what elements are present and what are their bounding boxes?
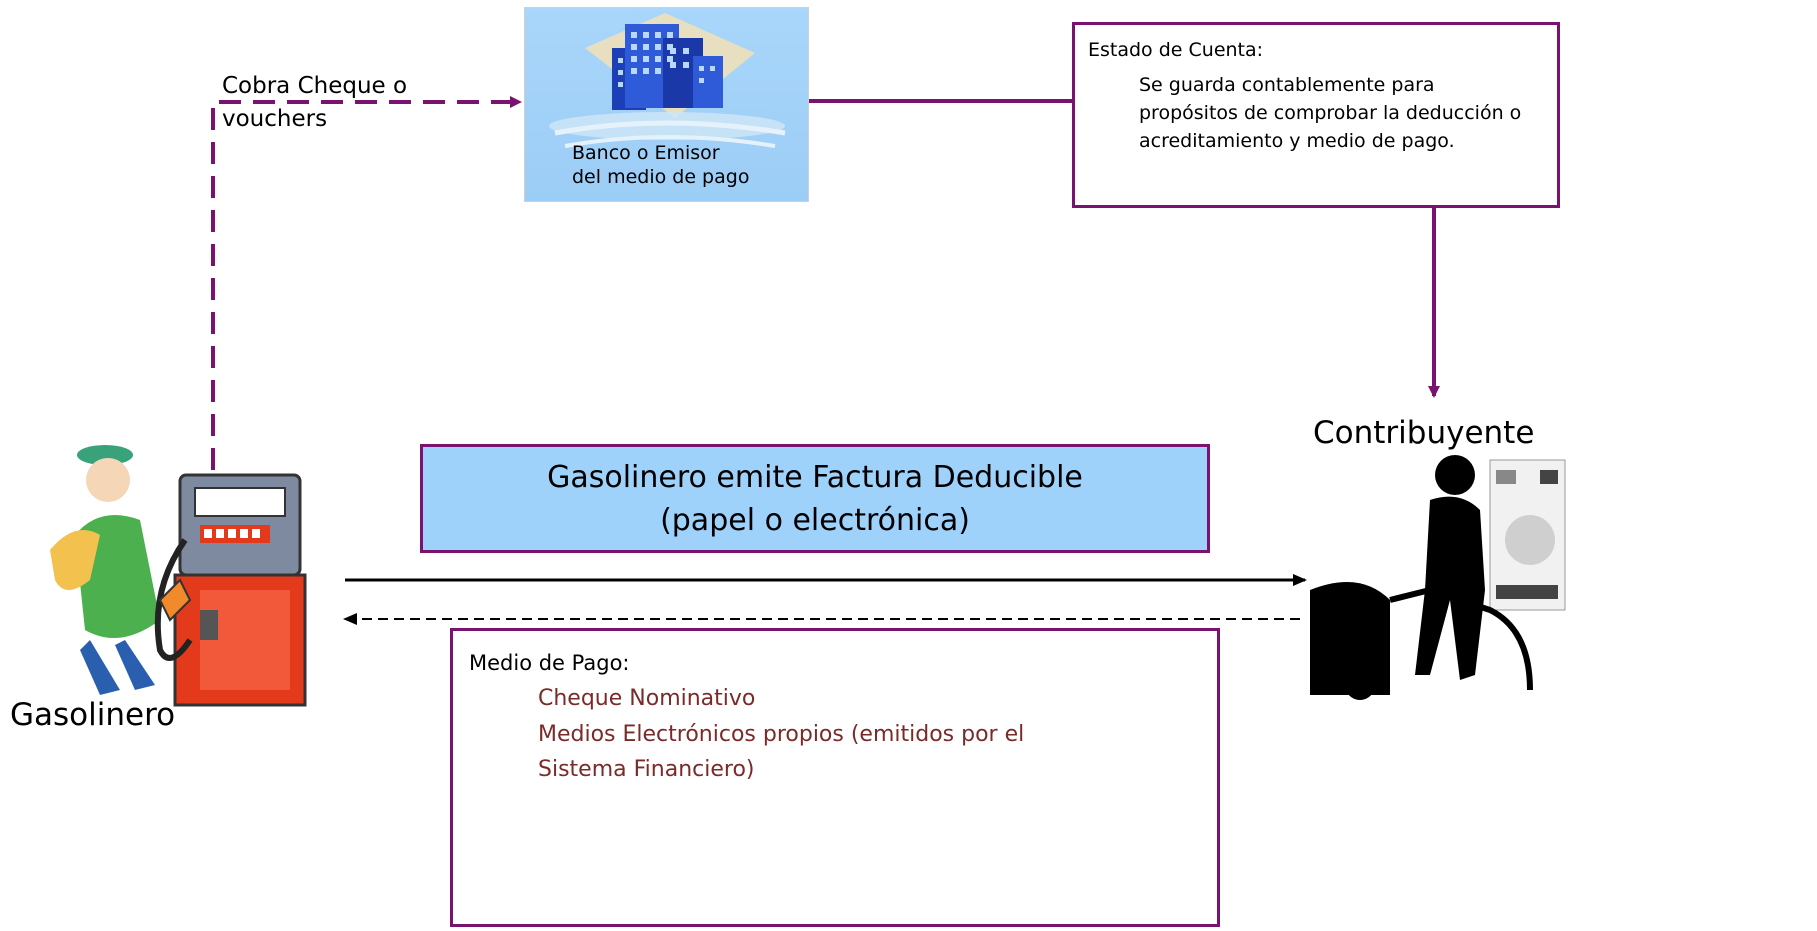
bank-label-line1: Banco o Emisor — [572, 142, 720, 164]
estado-de-cuenta-box: Estado de Cuenta: Se guarda contablement… — [1072, 22, 1560, 208]
customer-silhouette-icon — [1310, 455, 1566, 700]
cobra-label-line1: Cobra Cheque o — [222, 73, 408, 99]
bank-label-line2: del medio de pago — [572, 166, 750, 188]
bank-label: Banco o Emisor del medio de pago — [572, 141, 749, 189]
factura-line2: (papel o electrónica) — [660, 503, 970, 538]
bank-node: Banco o Emisor del medio de pago — [524, 7, 809, 202]
cobra-label-line2: vouchers — [222, 106, 328, 132]
estado-body: Se guarda contablemente para propósitos … — [1139, 74, 1522, 152]
bank-building-icon — [549, 13, 786, 148]
cobra-connector — [211, 96, 522, 470]
factura-box: Gasolinero emite Factura Deducible (pape… — [420, 444, 1210, 553]
medio-de-pago-box: Medio de Pago: Cheque Nominativo Medios … — [450, 628, 1220, 927]
pago-item: Medios Electrónicos propios (emitidos po… — [538, 722, 1025, 747]
pago-item: Sistema Financiero) — [538, 757, 755, 782]
gas-station-attendant-icon — [50, 445, 307, 707]
pago-title: Medio de Pago: — [469, 651, 630, 675]
factura-line1: Gasolinero emite Factura Deducible — [547, 460, 1083, 495]
cobra-label: Cobra Cheque o vouchers — [222, 70, 407, 136]
gasolinero-label: Gasolinero — [10, 697, 176, 733]
pago-item: Cheque Nominativo — [538, 686, 756, 711]
contribuyente-label: Contribuyente — [1313, 415, 1535, 451]
estado-title: Estado de Cuenta: — [1088, 39, 1264, 61]
